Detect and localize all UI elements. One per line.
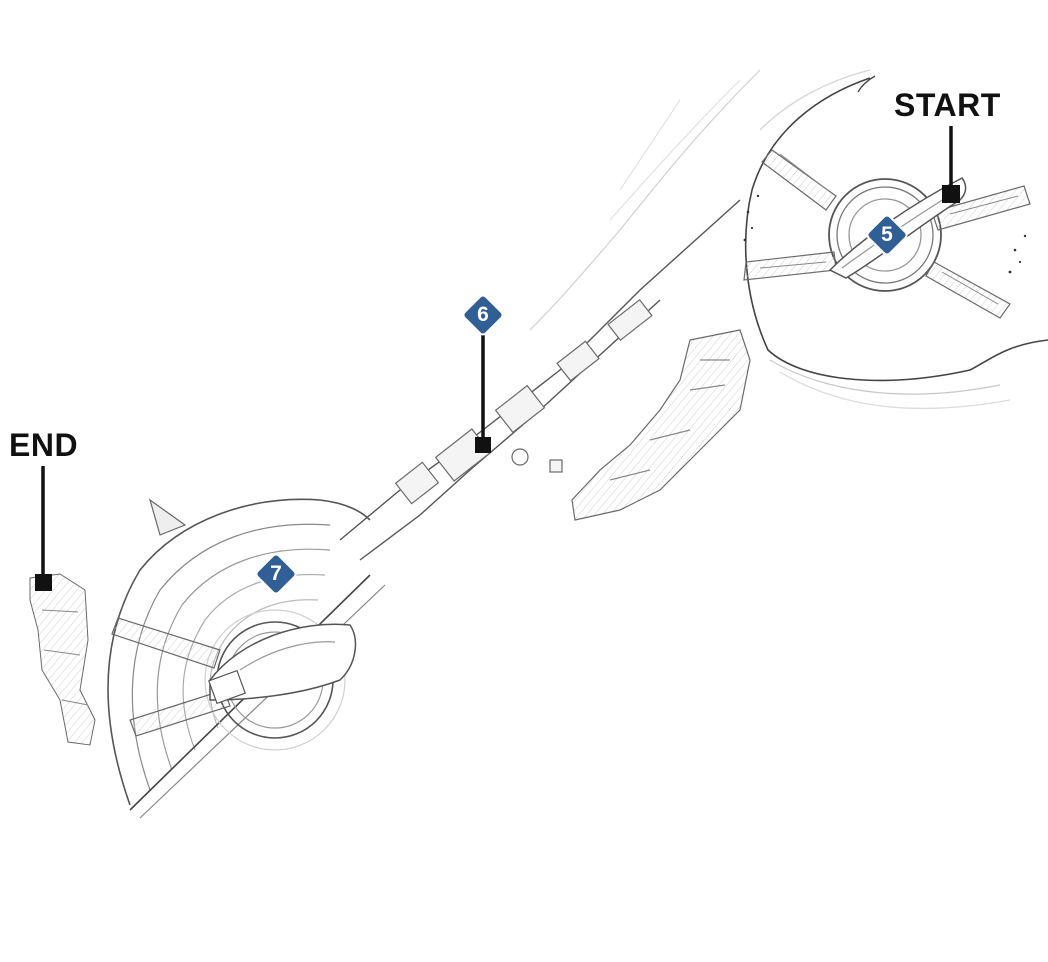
waypoint-6-callout bbox=[475, 330, 491, 453]
waypoint-6-number: 6 bbox=[477, 303, 489, 326]
arena-area-7 bbox=[107, 498, 386, 819]
start-callout bbox=[942, 126, 960, 203]
waypoint-5-badge: 5 bbox=[867, 215, 907, 255]
end-callout bbox=[35, 466, 52, 591]
start-pin-icon bbox=[942, 185, 960, 203]
end-pin-icon bbox=[35, 574, 52, 591]
waypoint-5-number: 5 bbox=[881, 223, 893, 246]
start-label: START bbox=[894, 87, 1001, 123]
corridor-area-6 bbox=[339, 69, 761, 561]
end-area bbox=[29, 573, 96, 746]
waypoint-6-badge: 6 bbox=[463, 295, 503, 335]
end-label: END bbox=[9, 427, 79, 463]
waypoint-7-number: 7 bbox=[270, 562, 282, 585]
waypoint-6-pin-icon bbox=[475, 437, 491, 453]
waypoint-7-badge: 7 bbox=[256, 554, 296, 594]
